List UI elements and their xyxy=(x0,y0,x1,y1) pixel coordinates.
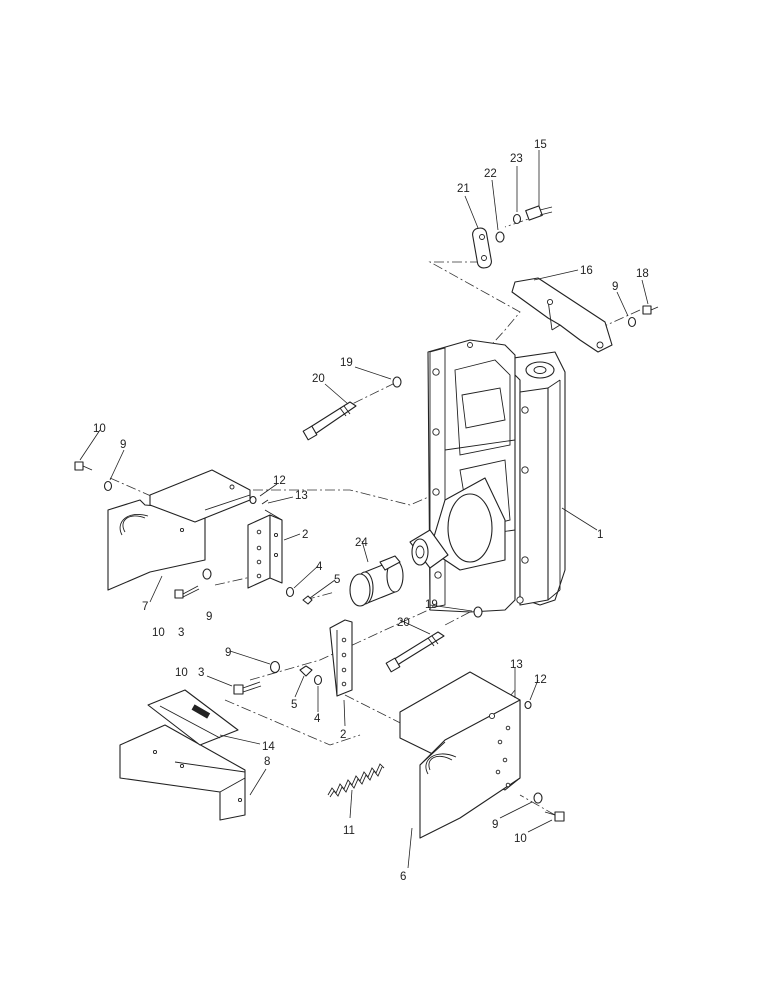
part-8-lower-guard xyxy=(119,724,246,821)
leader-lines xyxy=(79,150,649,869)
part-20-long-bolt-lower xyxy=(385,631,445,673)
callout-4-upper: 4 xyxy=(316,561,323,573)
part-2-bracket-lower xyxy=(329,619,353,697)
callout-10-lower-right: 10 xyxy=(514,833,527,845)
callout-1: 1 xyxy=(597,529,603,541)
callout-3-lower: 3 xyxy=(198,667,204,679)
part-6-right-guard xyxy=(399,671,521,839)
part-14-decal xyxy=(147,689,239,746)
callout-9-mid-left: 9 xyxy=(206,611,212,623)
callout-20-lower: 20 xyxy=(397,617,410,629)
callout-9-mid: 9 xyxy=(225,647,231,659)
part-16-upper-bracket xyxy=(511,277,613,353)
part-7-left-guard xyxy=(107,469,251,591)
callout-3-upper: 3 xyxy=(178,627,184,639)
callout-19-upper: 19 xyxy=(340,357,353,369)
callout-9-upper-right: 9 xyxy=(612,281,618,293)
callout-22: 22 xyxy=(484,168,497,180)
callout-13-right: 13 xyxy=(510,659,523,671)
part-11-spring xyxy=(327,763,385,798)
callout-10-mid-left: 10 xyxy=(152,627,165,639)
callout-2-lower: 2 xyxy=(340,729,346,741)
callout-12-left: 12 xyxy=(273,475,286,487)
callout-23: 23 xyxy=(510,153,523,165)
callout-19-lower: 19 xyxy=(425,599,438,611)
callout-15: 15 xyxy=(534,139,547,151)
callout-5-upper: 5 xyxy=(334,574,340,586)
callout-7: 7 xyxy=(142,601,148,613)
part-2-bracket-upper xyxy=(247,509,283,589)
callout-21: 21 xyxy=(457,183,470,195)
callout-11: 11 xyxy=(343,825,355,837)
callout-8: 8 xyxy=(264,756,270,768)
part-21-link-plate xyxy=(472,227,492,269)
callout-6: 6 xyxy=(400,871,406,883)
part-1-gearbox-housing xyxy=(409,339,566,613)
callout-14: 14 xyxy=(262,741,275,753)
lower-hardware xyxy=(74,461,565,822)
callout-2-upper: 2 xyxy=(302,529,308,541)
callout-20-upper: 20 xyxy=(312,373,325,385)
callout-12-right: 12 xyxy=(534,674,547,686)
part-20-long-bolt-upper xyxy=(302,401,357,441)
callout-13-left: 13 xyxy=(295,490,308,502)
callout-16: 16 xyxy=(580,265,593,277)
part-24-shaft-pulley xyxy=(349,555,404,607)
callout-10-mid: 10 xyxy=(175,667,188,679)
callout-9-top-left: 9 xyxy=(120,439,126,451)
callout-labels: 15 23 22 21 16 18 9 19 20 10 9 12 13 1 2… xyxy=(93,139,649,883)
upper-hardware xyxy=(392,205,659,618)
callout-5-lower: 5 xyxy=(291,699,297,711)
callout-9-lower-right: 9 xyxy=(492,819,498,831)
callout-18: 18 xyxy=(636,268,649,280)
callout-24: 24 xyxy=(355,537,368,549)
callout-4-lower: 4 xyxy=(314,713,321,725)
callout-10-top-left: 10 xyxy=(93,423,106,435)
